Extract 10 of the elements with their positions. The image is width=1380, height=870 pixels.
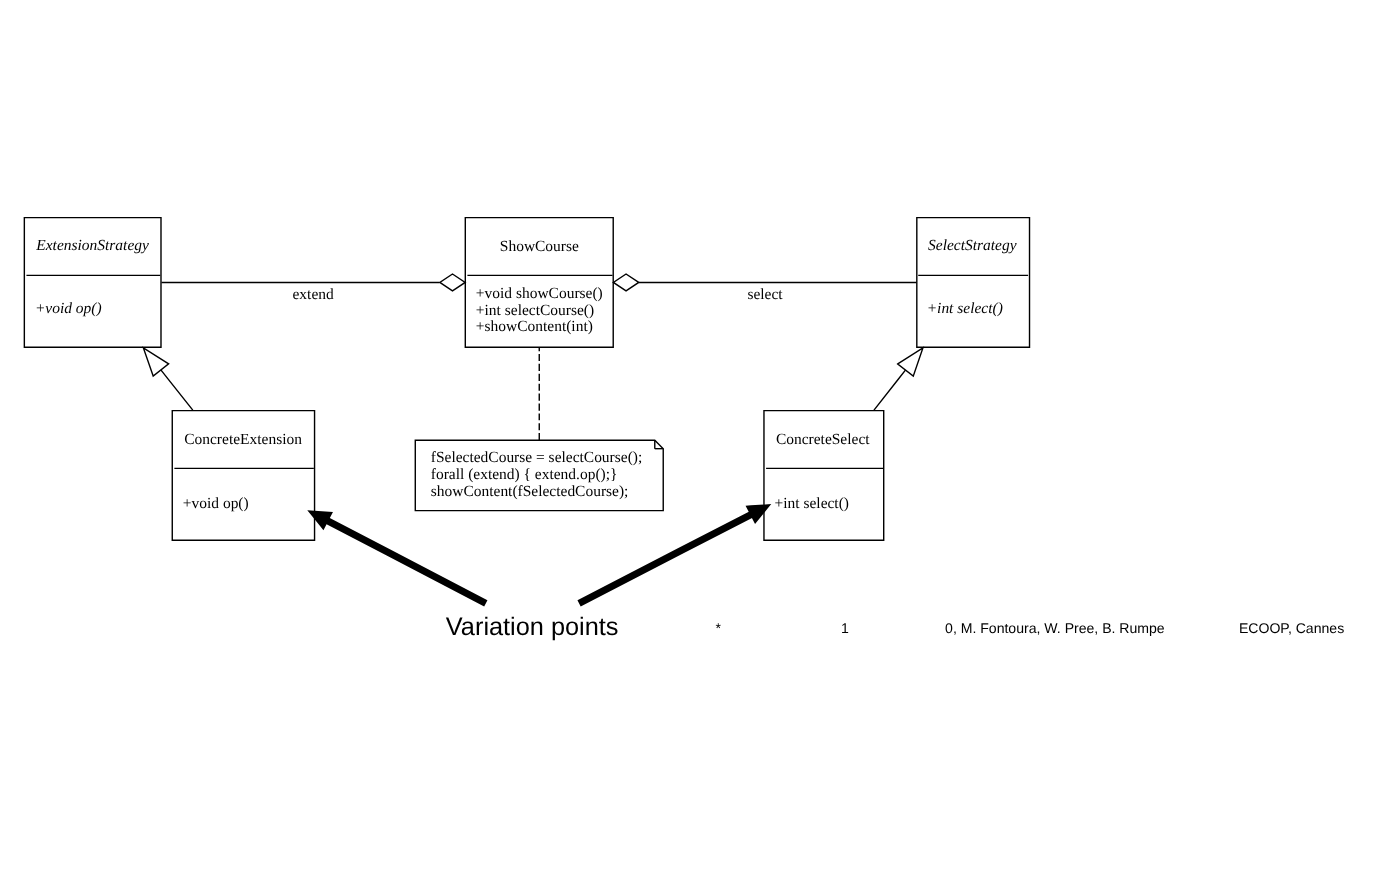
- connector: [538, 345, 540, 440]
- arrow: [873, 345, 925, 410]
- node-text: Variation points: [445, 612, 619, 641]
- connector: [612, 272, 918, 291]
- arrow: [142, 345, 194, 410]
- edge-label: select: [747, 284, 783, 303]
- arrow: [577, 503, 772, 606]
- edge-label: extend: [292, 284, 334, 303]
- connector: [160, 272, 467, 291]
- arrow: [307, 509, 488, 606]
